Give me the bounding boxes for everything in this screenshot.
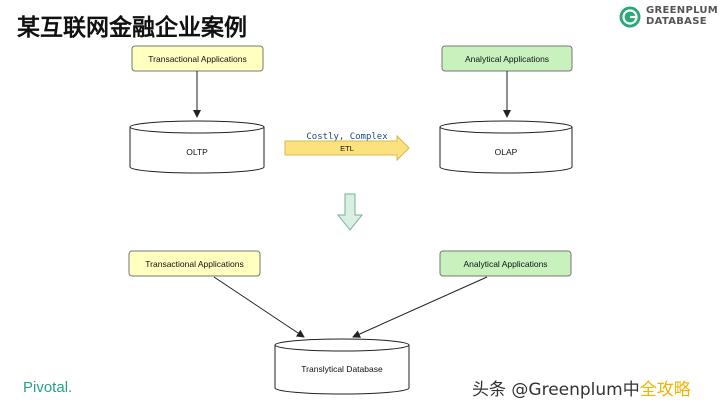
transition-down-arrow-icon [336, 193, 364, 231]
greenplum-logo-text: GREENPLUM DATABASE [646, 6, 718, 28]
watermark: 头条 @Greenplum中全攻略 [472, 375, 691, 400]
bottom-analytical-app-box: Analytical Applications [439, 250, 572, 277]
top-transactional-app-box: Transactional Applications [131, 45, 264, 72]
translytical-database-cylinder: Translytical Database [274, 338, 410, 395]
olap-label: OLAP [495, 147, 518, 157]
translytical-label: Translytical Database [301, 364, 383, 374]
arrow-analytical-to-translytical [352, 276, 488, 338]
bottom-analytical-app-label: Analytical Applications [463, 259, 547, 269]
oltp-database-cylinder: OLTP [129, 120, 265, 174]
logo-line2: DATABASE [646, 16, 707, 27]
etl-caption: Costly, Complex [306, 132, 388, 142]
top-analytical-app-label: Analytical Applications [465, 54, 549, 64]
etl-label: ETL [340, 144, 354, 153]
logo-line1: GREENPLUM [646, 5, 719, 16]
top-analytical-app-box: Analytical Applications [441, 45, 573, 72]
bottom-transactional-app-box: Transactional Applications [128, 250, 261, 277]
watermark-highlight: 全攻略 [639, 380, 691, 400]
etl-arrow: Costly, Complex ETL [284, 132, 410, 162]
arrow-transactional-to-translytical [213, 276, 305, 338]
oltp-label: OLTP [186, 147, 208, 157]
watermark-main: 头条 @Greenplum中 [472, 380, 640, 400]
bottom-transactional-app-label: Transactional Applications [145, 259, 243, 269]
pivotal-logo: Pivotal. [23, 379, 73, 396]
slide-title: 某互联网金融企业案例 [17, 15, 247, 41]
olap-database-cylinder: OLAP [439, 120, 573, 174]
top-transactional-app-label: Transactional Applications [148, 54, 246, 64]
greenplum-logo-icon [619, 6, 641, 28]
